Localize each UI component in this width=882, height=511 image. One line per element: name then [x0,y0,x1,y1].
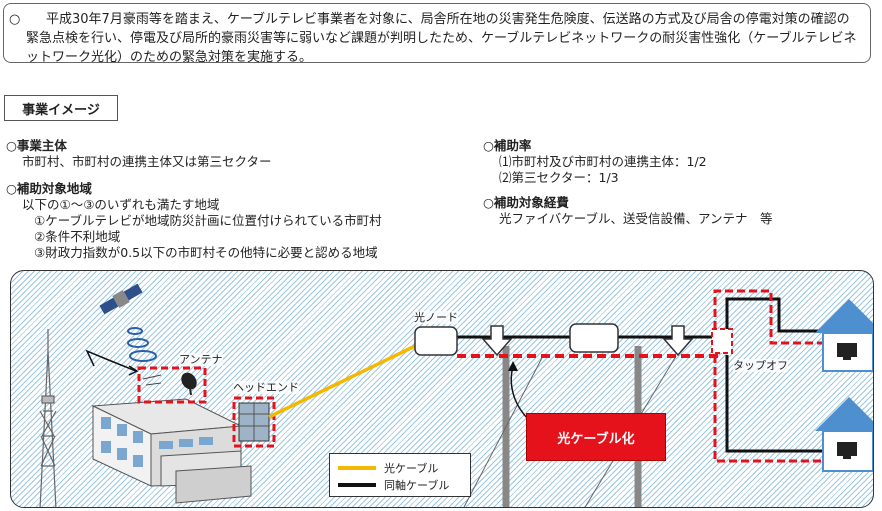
intro-box: ○ 平成30年7月豪雨等を踏まえ、ケーブルテレビ事業者を対象に、局舎所在地の災害… [3,3,871,65]
legend-swatch-optical [338,466,376,470]
hojo-keihi-body: 光ファイバケーブル、送受信設備、アンテナ 等 [499,211,773,226]
signal-arrow-icon [85,349,139,376]
optical-node-box [414,326,458,356]
legend-label-coax: 同軸ケーブル [384,479,450,492]
tapoff-box [711,328,733,354]
hojo-chiiki-item-2: ②条件不利地域 [34,229,121,244]
headend-equipment-icon [238,402,270,442]
hojo-chiiki-lead: 以下の①～③のいずれも満たす地域 [22,197,220,212]
hojo-chiiki-heading: ○補助対象地域 [6,181,92,196]
radio-waves-icon [127,327,157,362]
hojo-chiiki-item-1: ①ケーブルテレビが地域防災計画に位置付けられている市町村 [34,213,382,228]
legend: 光ケーブル 同軸ケーブル [329,453,471,497]
hojo-keihi-block: ○補助対象経費 光ファイバケーブル、送受信設備、アンテナ 等 [483,195,773,227]
optical-cable-line [268,344,416,419]
house-icon [815,299,873,372]
legend-item-optical: 光ケーブル [338,461,438,475]
jigyo-shutai-block: ○事業主体 市町村、市町村の連携主体又は第三セクター [6,138,272,170]
hojo-chiiki-block: ○補助対象地域 以下の①～③のいずれも満たす地域 ①ケーブルテレビが地域防災計画… [6,181,382,261]
broadcast-tower-icon [39,329,57,507]
legend-swatch-coax [338,483,376,487]
hojo-ritsu-item-1: ⑴市町村及び市町村の連携主体：1/2 [499,154,707,169]
house-icon [815,397,873,472]
satellite-icon [99,283,143,315]
antenna-highlight [137,366,207,404]
dish-antenna-icon [142,372,197,396]
hojo-chiiki-item-3: ③財政力指数が0.5以下の市町村その他特に必要と認める地域 [34,245,378,260]
section-label: 事業イメージ [4,95,118,121]
headend-label: ヘッドエンド [233,381,299,394]
headend-building-icon [91,398,252,504]
legend-item-coax: 同軸ケーブル [338,478,449,492]
drop-optical-upgrade [713,289,831,463]
drop-coax-line [725,297,831,453]
tapoff-label: タップオフ [733,359,788,372]
network-diagram: アンテナ ヘッドエンド 光ノード タップオフ 光ケーブル化 光ケーブル 同軸ケー… [10,270,874,508]
hojo-ritsu-item-2: ⑵第三セクター：1/3 [499,170,619,185]
optical-conversion-box: 光ケーブル化 [526,413,666,461]
antenna-label: アンテナ [179,353,223,366]
intro-bullet: ○ [9,12,21,27]
callout-arrowhead [508,361,518,371]
jigyo-shutai-body: 市町村、市町村の連携主体又は第三セクター [22,154,272,169]
hojo-keihi-heading: ○補助対象経費 [483,195,569,210]
intro-text: 平成30年7月豪雨等を踏まえ、ケーブルテレビ事業者を対象に、局舎所在地の災害発生… [26,12,857,65]
network-diagram-svg [39,283,873,507]
optical-node-label: 光ノード [414,311,458,324]
jigyo-shutai-heading: ○事業主体 [6,138,67,153]
legend-label-optical: 光ケーブル [384,462,439,475]
hojo-ritsu-block: ○補助率 ⑴市町村及び市町村の連携主体：1/2 ⑵第三セクター：1/3 [483,138,707,186]
amplifier-box [569,323,619,353]
amplifier-arrow-icon [481,325,694,357]
hojo-ritsu-heading: ○補助率 [483,138,532,153]
